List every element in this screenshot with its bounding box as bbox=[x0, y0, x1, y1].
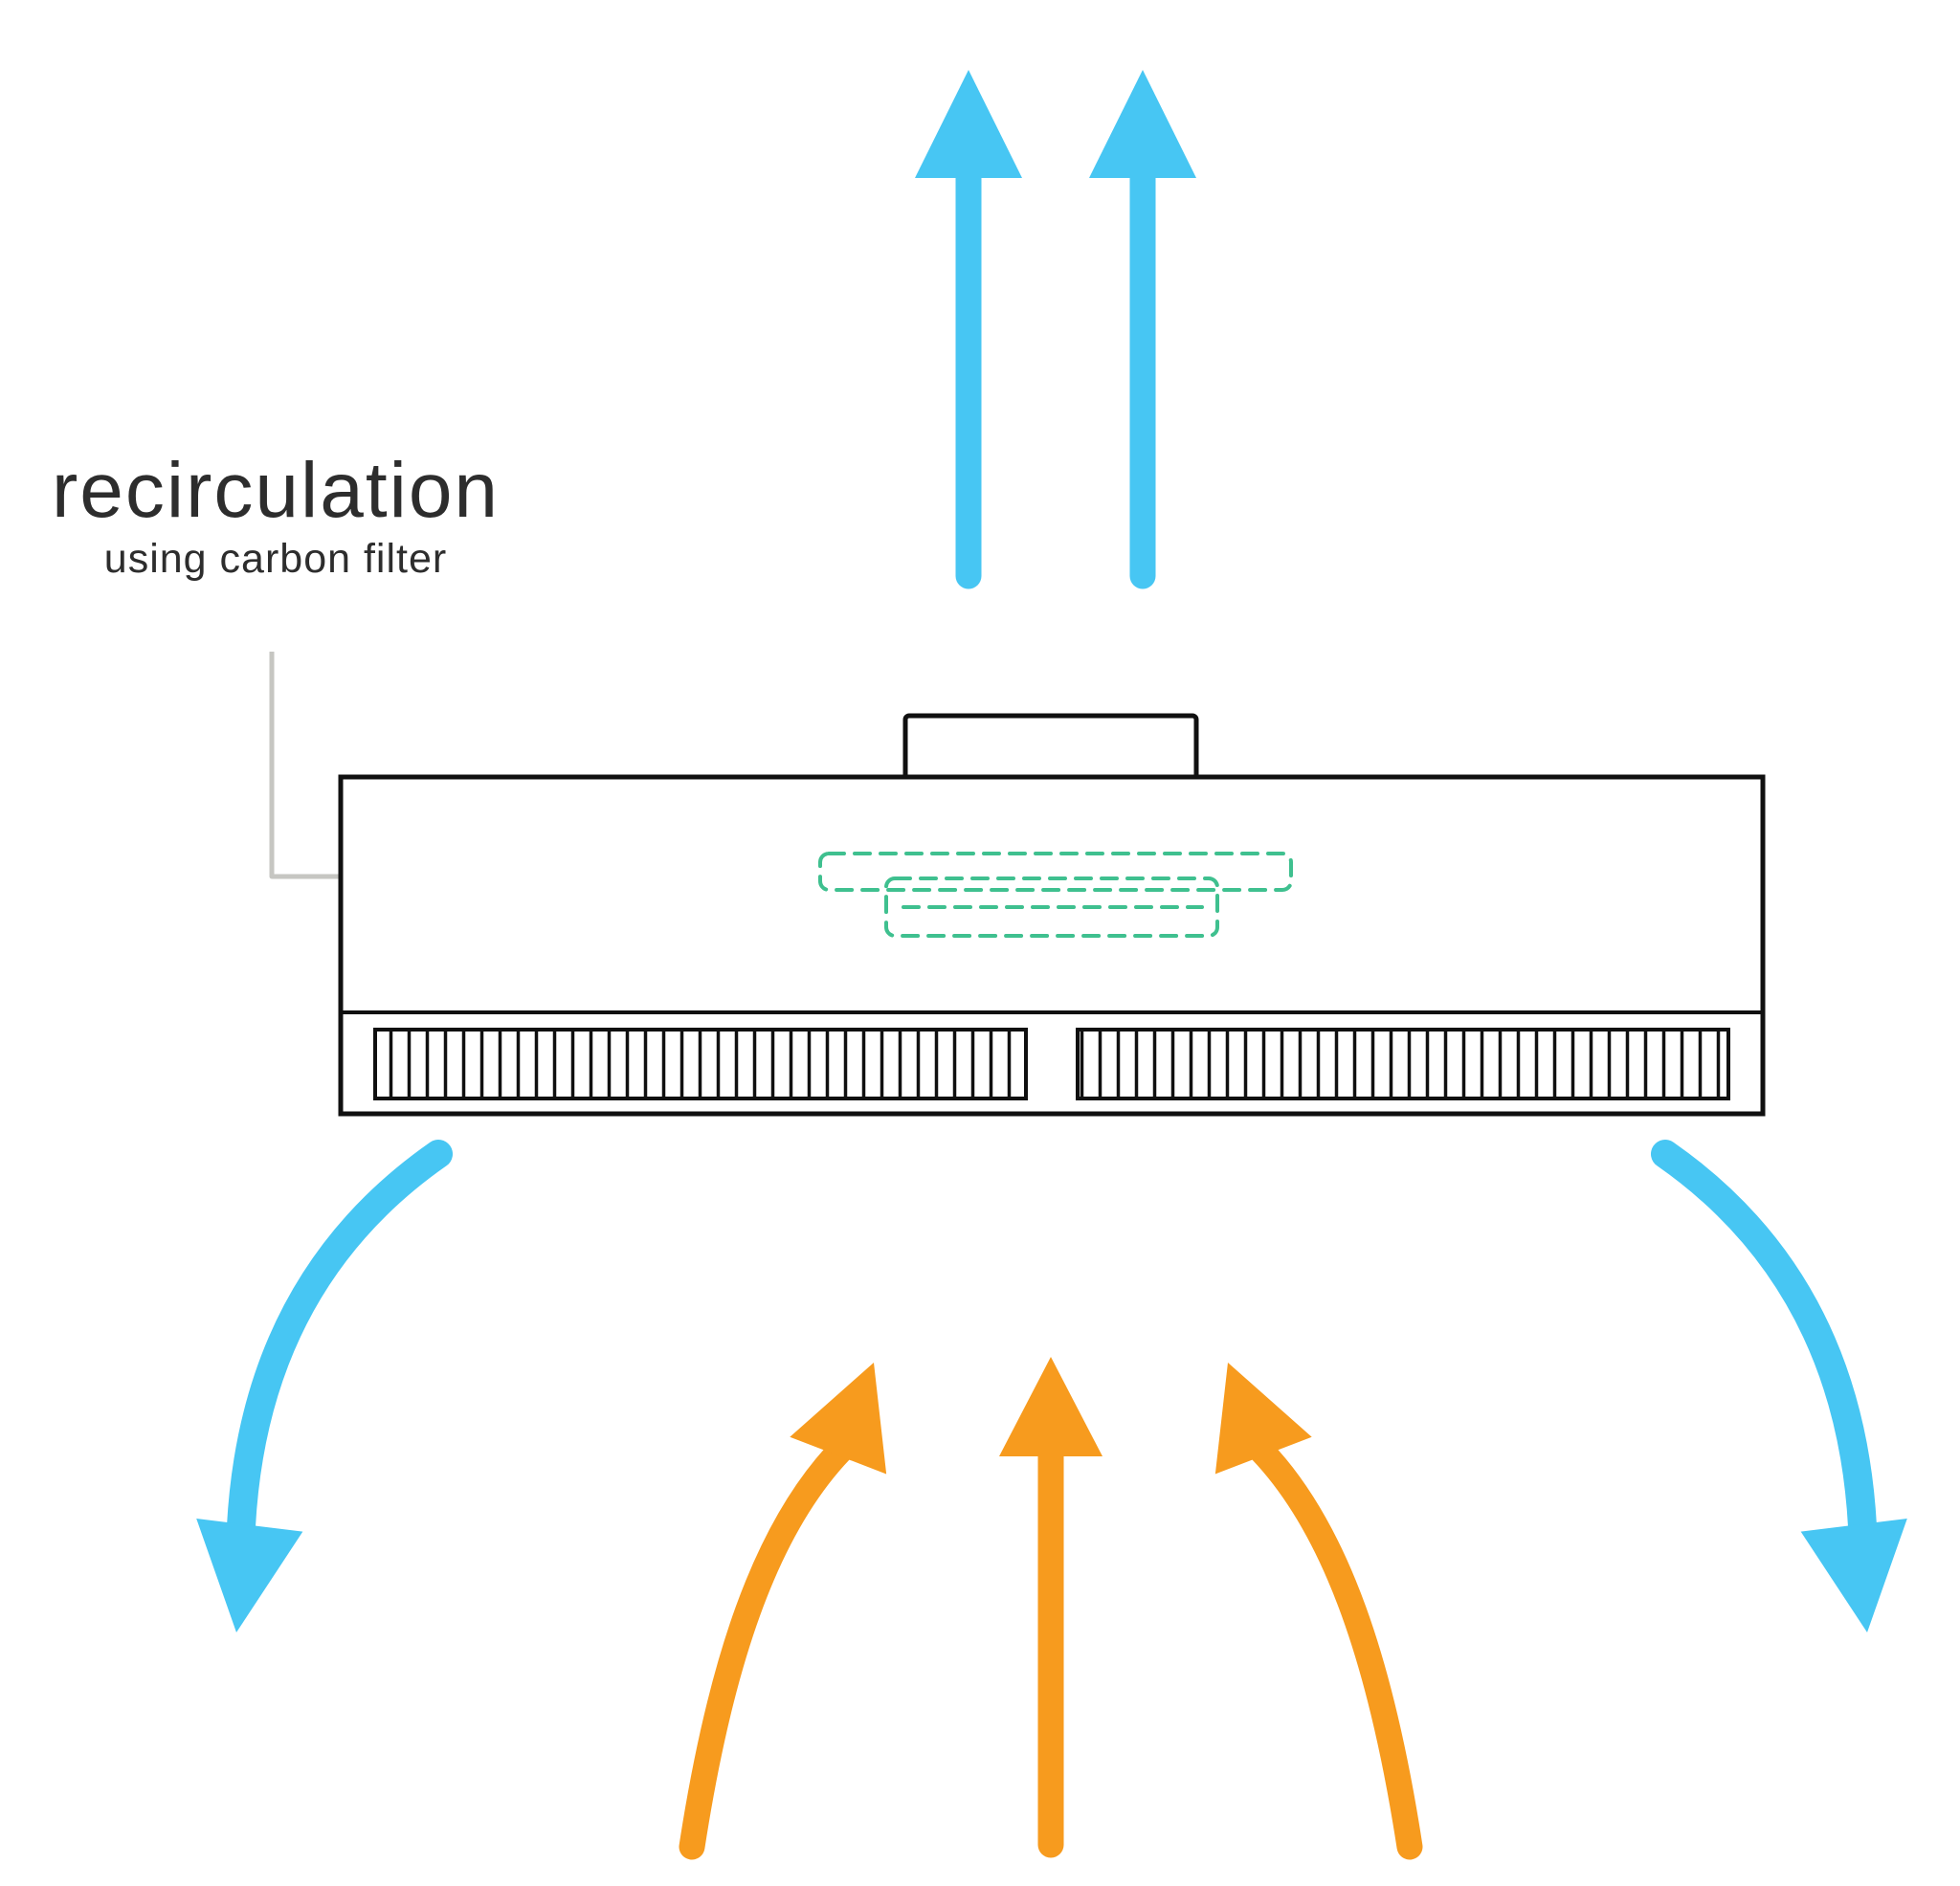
side-arrow-right-head-icon bbox=[1800, 1519, 1907, 1632]
intake-arrow-right-shaft bbox=[1248, 1437, 1423, 1860]
diagram-subtitle: using carbon filter bbox=[104, 536, 447, 582]
side-arrow-left-head-icon bbox=[196, 1519, 303, 1632]
exhaust-arrows-group bbox=[196, 70, 1907, 1632]
label-group: recirculation using carbon filter bbox=[52, 447, 500, 582]
hood-grille-left bbox=[373, 1028, 1028, 1100]
hood-duct-stub bbox=[902, 713, 1199, 782]
side-arrow-left-shaft bbox=[227, 1140, 453, 1541]
hood-grille-right bbox=[1076, 1028, 1730, 1100]
intake-arrow-left-shaft bbox=[679, 1437, 854, 1860]
intake-arrow-center-head-icon bbox=[999, 1357, 1102, 1456]
carbon-filter-top-layer bbox=[818, 852, 1293, 892]
carbon-filter-bottom-layer bbox=[884, 876, 1219, 938]
up-arrow-left-head-icon bbox=[915, 70, 1022, 178]
intake-arrow-right-head-icon bbox=[1214, 1363, 1312, 1475]
intake-arrows-group bbox=[679, 1357, 1423, 1860]
hood-group bbox=[338, 713, 1766, 1117]
diagram-title: recirculation bbox=[52, 447, 500, 534]
up-arrow-right-head-icon bbox=[1089, 70, 1196, 178]
carbon-filter-group bbox=[818, 852, 1293, 938]
intake-arrow-left-head-icon bbox=[790, 1363, 887, 1475]
side-arrow-right-shaft bbox=[1651, 1140, 1877, 1541]
